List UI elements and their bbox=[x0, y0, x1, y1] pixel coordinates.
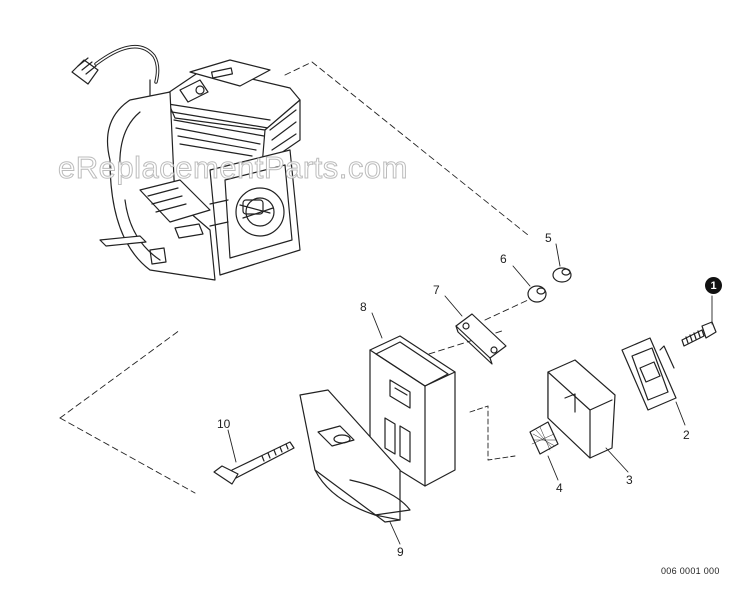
callout-3: 3 bbox=[626, 473, 633, 487]
callout-10: 10 bbox=[217, 417, 231, 431]
part-6-nut bbox=[512, 265, 547, 303]
watermark-text: eReplacementParts.com bbox=[58, 150, 408, 186]
callout-4: 4 bbox=[556, 481, 563, 495]
engine-assembly bbox=[71, 44, 301, 281]
part-2-gasket-plate bbox=[621, 337, 686, 426]
diagram-code: 006 0001 000 bbox=[661, 566, 720, 576]
callout-8: 8 bbox=[360, 300, 367, 314]
mounting-reference-lines bbox=[59, 61, 529, 494]
callout-2: 2 bbox=[683, 428, 690, 442]
reference-badge: 1 bbox=[705, 277, 722, 294]
part-5-nut bbox=[552, 243, 572, 283]
part-4-spark-screen bbox=[529, 421, 559, 481]
part-1-bolt bbox=[681, 295, 717, 347]
part-10-bolt bbox=[213, 429, 295, 485]
callout-6: 6 bbox=[500, 252, 507, 266]
connection-bracket-lines bbox=[469, 405, 516, 461]
callout-9: 9 bbox=[397, 545, 404, 559]
part-3-heat-shield bbox=[547, 359, 629, 473]
part-9-deflector bbox=[299, 389, 411, 545]
callout-5: 5 bbox=[545, 231, 552, 245]
part-7-plate bbox=[444, 295, 507, 365]
callout-7: 7 bbox=[433, 283, 440, 297]
